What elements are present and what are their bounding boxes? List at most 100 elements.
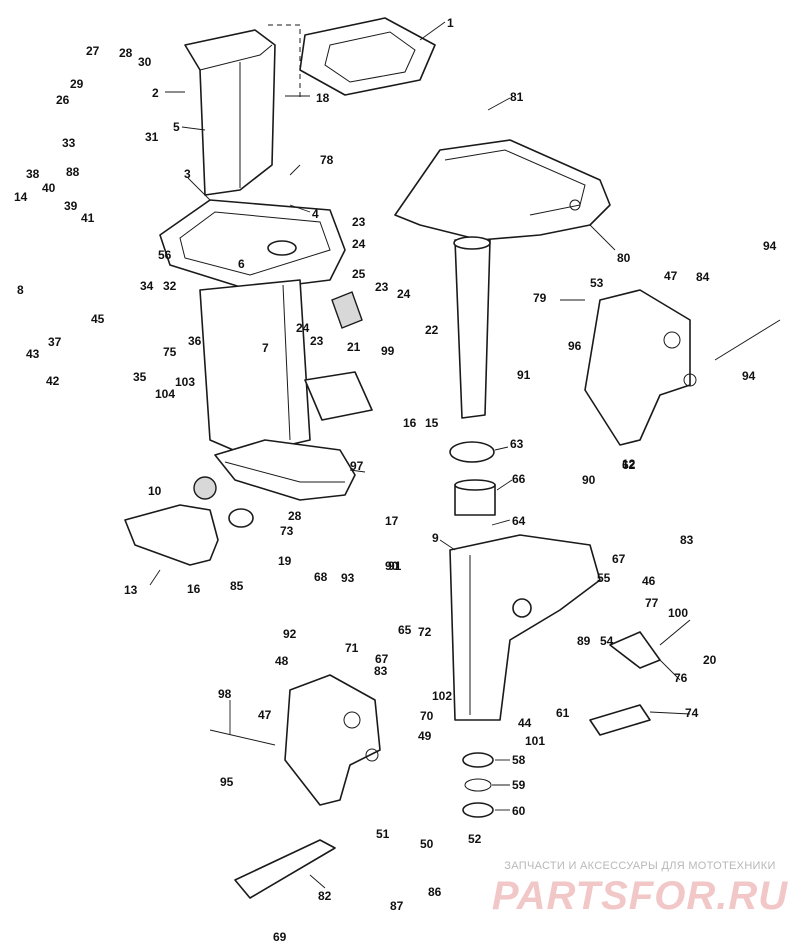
callout: 96 [568, 339, 582, 353]
stern-bracket-left-part [284, 674, 381, 806]
callout: 77 [645, 596, 659, 610]
callout: 79 [533, 291, 547, 305]
callout: 4 [312, 207, 319, 221]
callout: 68 [314, 570, 328, 584]
gasket-part [299, 17, 436, 96]
callout: 42 [46, 374, 60, 388]
callout: 18 [316, 91, 330, 105]
callout: 91 [517, 368, 531, 382]
callout: 13 [124, 583, 138, 597]
bushing-part [462, 752, 494, 768]
callout: 93 [341, 571, 355, 585]
callout: 16 [403, 416, 417, 430]
callout: 3 [184, 167, 191, 181]
callout: 7 [262, 341, 269, 355]
callout: 99 [381, 344, 395, 358]
callout: 41 [81, 211, 95, 225]
callout: 34 [140, 279, 154, 293]
driveshaft-housing-part [199, 279, 311, 456]
callout: 48 [275, 654, 289, 668]
callout: 83 [374, 664, 388, 678]
callout: 24 [352, 237, 366, 251]
callout: 1 [447, 16, 454, 30]
callout: 94 [742, 369, 756, 383]
callout: 90 [385, 559, 399, 573]
callout: 24 [296, 321, 310, 335]
callout: 14 [14, 190, 28, 204]
callout: 84 [696, 270, 710, 284]
callout: 37 [48, 335, 62, 349]
callout: 2 [152, 86, 159, 100]
leader-lines [149, 21, 691, 889]
callout: 36 [188, 334, 202, 348]
callout: 62 [622, 458, 636, 472]
callout: 81 [510, 90, 524, 104]
callout: 61 [556, 706, 570, 720]
swivel-bracket-part [449, 534, 601, 721]
callout-numbers: 1 2 3 4 5 6 7 8 9 10 12 13 14 15 16 16 1… [14, 16, 777, 944]
swivel-tube-part [453, 236, 491, 419]
callout: 54 [600, 634, 614, 648]
callout: 5 [173, 120, 180, 134]
tilt-lever-part [609, 631, 661, 669]
grommet-part [193, 476, 217, 500]
callout: 6 [238, 257, 245, 271]
callout: 8 [17, 283, 24, 297]
callout: 16 [187, 582, 201, 596]
callout: 92 [283, 627, 297, 641]
callout: 40 [42, 181, 56, 195]
callout: 56 [158, 248, 172, 262]
callout: 25 [352, 267, 366, 281]
adapter-plate-part [159, 199, 346, 291]
callout: 74 [685, 706, 699, 720]
callout: 104 [155, 387, 175, 401]
callout: 19 [278, 554, 292, 568]
reverse-lock-part [589, 704, 651, 736]
callout: 47 [664, 269, 678, 283]
callout: 60 [512, 804, 526, 818]
callout: 44 [518, 716, 532, 730]
callout: 32 [163, 279, 177, 293]
callout: 52 [468, 832, 482, 846]
callout: 86 [428, 885, 442, 899]
transom-plate-part [234, 839, 336, 899]
callout: 63 [510, 437, 524, 451]
callout: 101 [525, 734, 545, 748]
callout: 67 [375, 652, 389, 666]
callout: 23 [310, 334, 324, 348]
exhaust-tube-part [184, 24, 301, 196]
callout: 88 [66, 165, 80, 179]
tilt-rod-part [714, 319, 781, 361]
callout: 103 [175, 375, 195, 389]
callout: 50 [420, 837, 434, 851]
callout: 29 [70, 77, 84, 91]
callout: 98 [218, 687, 232, 701]
exhaust-cover-part [304, 371, 373, 421]
callout: 39 [64, 199, 78, 213]
rubber-mount-part [331, 291, 363, 329]
callout: 45 [91, 312, 105, 326]
callout: 89 [577, 634, 591, 648]
callout: 31 [145, 130, 159, 144]
bushing-sleeve-part [454, 479, 496, 516]
watermark-caption: ЗАПЧАСТИ И АКСЕССУАРЫ ДЛЯ МОТОТЕХНИКИ [504, 860, 776, 872]
callout: 67 [612, 552, 626, 566]
callout: 10 [148, 484, 162, 498]
callout: 53 [590, 276, 604, 290]
callout: 71 [345, 641, 359, 655]
callout: 58 [512, 753, 526, 767]
o-ring-part [464, 778, 492, 792]
callout: 23 [375, 280, 389, 294]
callout: 97 [350, 459, 364, 473]
callout: 76 [674, 671, 688, 685]
callout: 51 [376, 827, 390, 841]
callout: 65 [398, 623, 412, 637]
callout: 70 [420, 709, 434, 723]
cavitation-plate-part [214, 439, 356, 501]
callout: 59 [512, 778, 526, 792]
watermark-logo: PARTSFOR.RU [491, 874, 789, 918]
callout: 27 [86, 44, 100, 58]
callout: 28 [119, 46, 133, 60]
callout: 35 [133, 370, 147, 384]
